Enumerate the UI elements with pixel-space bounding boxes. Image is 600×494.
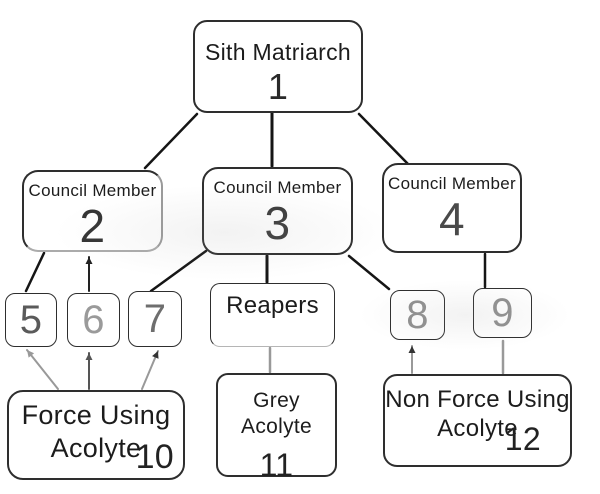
- node-number: 1: [267, 66, 289, 107]
- edge-arrowhead: [27, 350, 35, 358]
- node-rank-9: 9: [473, 288, 532, 338]
- node-number: 10: [135, 438, 174, 476]
- node-rank-6: 6: [67, 293, 120, 347]
- node-grey-acolyte: Grey Acolyte 11: [216, 373, 337, 481]
- node-label: Council Member: [388, 174, 516, 193]
- edge-matriarch-to-council4: [357, 112, 410, 166]
- node-rank-8: 8: [390, 290, 445, 340]
- node-reapers: Reapers: [210, 283, 335, 347]
- node-sith-matriarch: Sith Matriarch 1: [193, 20, 363, 113]
- node-council-member-4: Council Member 4: [382, 163, 522, 253]
- node-number: 6: [82, 298, 105, 342]
- node-label-line2: Acolyte: [437, 415, 518, 442]
- edge-matriarch-to-council2: [143, 112, 199, 170]
- node-number: 8: [406, 293, 429, 337]
- node-rank-7: 7: [128, 291, 182, 347]
- node-number: 4: [439, 193, 465, 245]
- node-number: 9: [491, 291, 514, 335]
- node-non-force-using-acolyte: Non Force Using Acolyte 12: [383, 374, 572, 467]
- node-label: Reapers: [226, 292, 319, 319]
- node-number: 3: [264, 197, 291, 249]
- node-label-line2: Acolyte: [50, 433, 142, 463]
- node-number: 11: [259, 447, 294, 483]
- node-number: 5: [19, 298, 43, 342]
- edge-arrowhead: [85, 257, 93, 264]
- node-council-member-2: Council Member 2: [22, 170, 163, 252]
- edge-force-to-r5: [26, 349, 59, 390]
- node-number: 7: [143, 297, 167, 341]
- edge-arrowhead: [408, 346, 416, 353]
- node-number: 2: [79, 200, 106, 252]
- edge-council2-to-r5: [24, 251, 46, 293]
- node-rank-5: 5: [5, 293, 57, 347]
- node-label-line1: Grey: [253, 389, 300, 412]
- node-label-line1: Non Force Using: [385, 386, 570, 413]
- node-label: Council Member: [28, 181, 157, 200]
- edge-council3-to-r8: [347, 254, 391, 291]
- node-force-using-acolyte: Force Using Acolyte 10: [7, 390, 185, 480]
- node-label-line1: Force Using: [21, 400, 171, 430]
- edge-council3-to-r7: [149, 249, 208, 293]
- node-number: 12: [504, 421, 541, 457]
- node-council-member-3: Council Member 3: [202, 167, 353, 255]
- node-label-line2: Acolyte: [241, 415, 312, 438]
- edge-arrowhead: [85, 353, 93, 360]
- edge-arrowhead: [152, 351, 159, 359]
- node-label: Sith Matriarch: [204, 39, 352, 65]
- node-label: Council Member: [213, 178, 342, 197]
